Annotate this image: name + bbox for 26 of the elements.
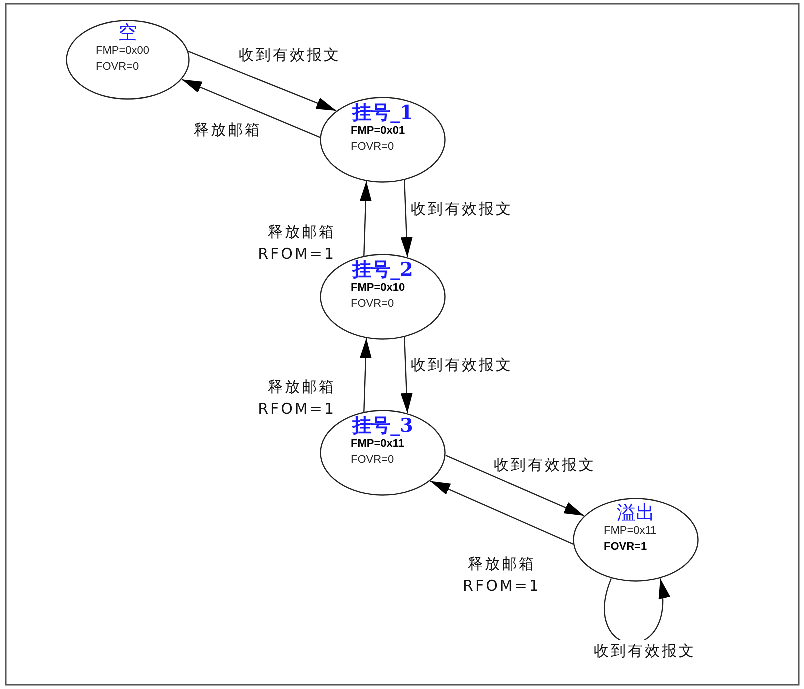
register-value: FOVR=1 — [604, 540, 648, 554]
arrow — [446, 455, 585, 516]
arrow — [430, 480, 574, 545]
arrow — [360, 338, 372, 412]
arrow — [400, 180, 413, 258]
arrow — [188, 51, 337, 112]
arrow — [360, 182, 372, 256]
arrow — [400, 337, 413, 414]
state-title: 挂号_1 — [352, 102, 414, 124]
register-value: FMP=0x10 — [351, 281, 406, 295]
state-title: 空 — [118, 22, 138, 44]
register-value: FOVR=0 — [351, 297, 394, 311]
arrow — [182, 79, 320, 138]
state-ellipse — [66, 20, 190, 100]
state-title: 挂号_2 — [352, 259, 414, 281]
register-value: FMP=0x11 — [604, 524, 657, 538]
state-ellipse — [573, 498, 699, 582]
state-title: 溢出 — [617, 502, 655, 524]
state-ellipse — [320, 97, 446, 183]
register-value: FMP=0x00 — [96, 44, 150, 58]
state-title: 挂号_3 — [352, 415, 414, 437]
register-value: FOVR=0 — [351, 140, 394, 154]
register-value: FMP=0x01 — [351, 124, 406, 138]
register-value: FOVR=0 — [96, 60, 140, 74]
register-value: FOVR=0 — [351, 453, 394, 467]
register-value: FMP=0x11 — [351, 437, 405, 451]
